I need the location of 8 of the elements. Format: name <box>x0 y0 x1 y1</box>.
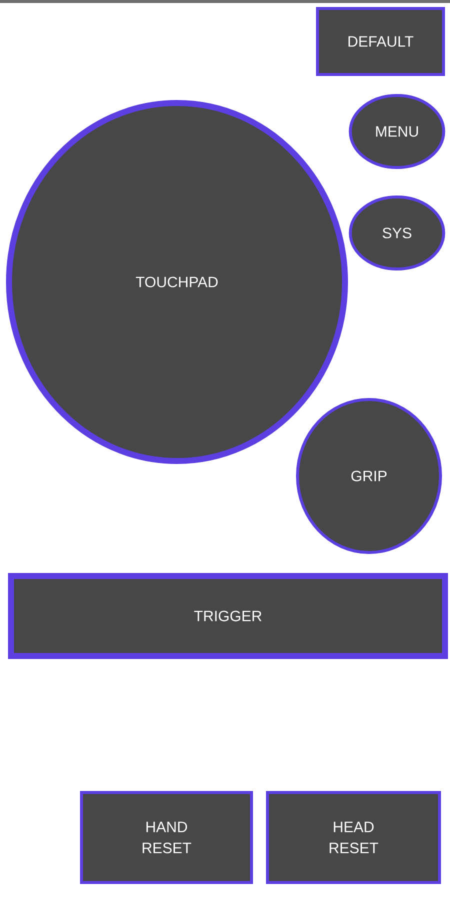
menu-button: MENU <box>348 94 446 169</box>
grip-button: GRIP <box>296 398 442 554</box>
trigger-button: TRIGGER <box>8 573 448 659</box>
touchpad-button: TOUCHPAD <box>6 100 348 464</box>
reset-button: HAND RESET <box>80 791 253 884</box>
reset-button: HEAD RESET <box>266 791 441 884</box>
default-button: DEFAULT <box>316 7 445 76</box>
sys-button: SYS <box>348 196 446 270</box>
